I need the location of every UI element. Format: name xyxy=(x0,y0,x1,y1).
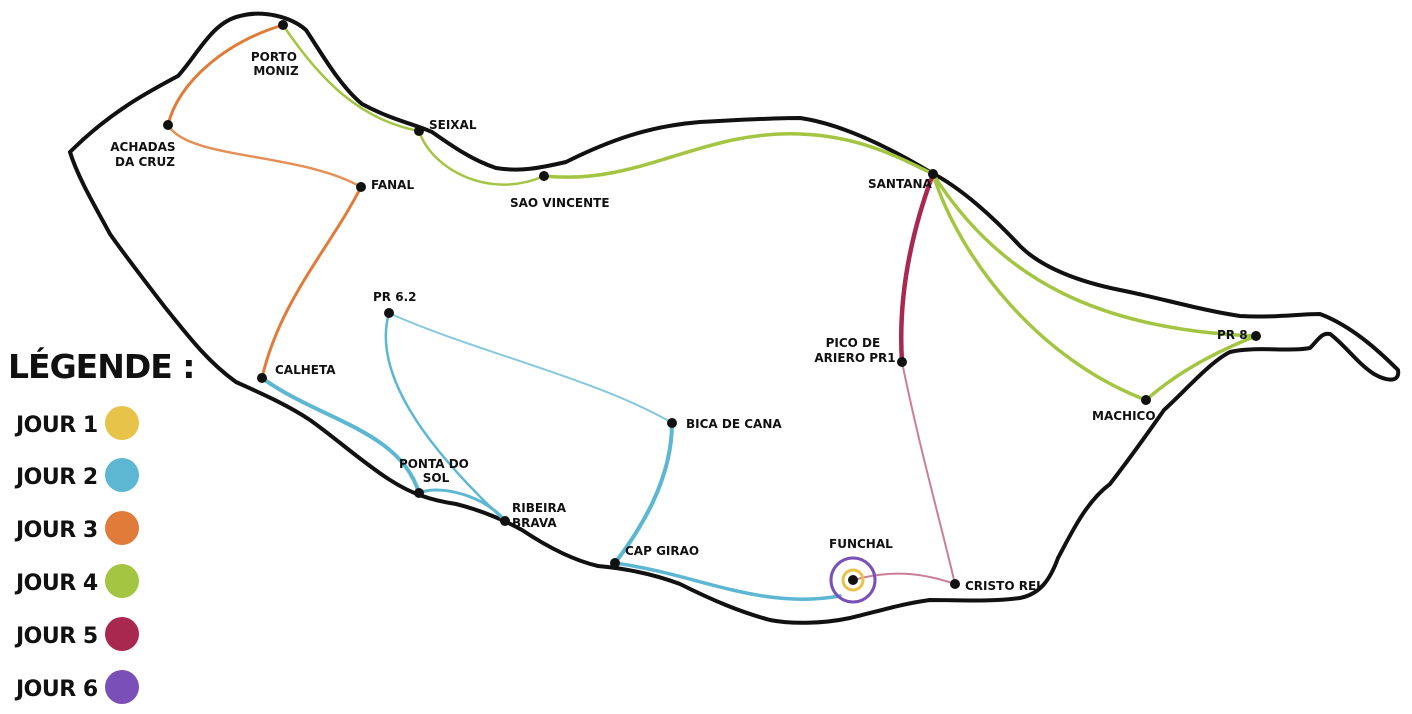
legend-label-jour3: JOUR 3 xyxy=(14,518,98,543)
legend-swatch-jour6 xyxy=(105,670,139,704)
legend-label-jour2: JOUR 2 xyxy=(14,465,98,490)
dot-cap-girao xyxy=(610,558,620,568)
dot-sao-vincente xyxy=(539,171,549,181)
route-jour2-pr62-bica xyxy=(388,312,673,424)
legend-swatch-jour2 xyxy=(105,458,139,492)
label-ribeira-brava: RIBEIRA BRAVA xyxy=(512,501,570,530)
legend-label-jour6: JOUR 6 xyxy=(14,677,98,702)
dot-achadas-da-cruz xyxy=(163,120,173,130)
legend: LÉGENDE : JOUR 1 JOUR 2 JOUR 3 JOUR 4 JO… xyxy=(8,346,195,704)
route-jour6-funchal-loop xyxy=(829,556,877,604)
label-cap-girao: CAP GIRAO xyxy=(625,544,699,558)
label-fanal: FANAL xyxy=(371,178,414,192)
route-jour4-machico-pr8 xyxy=(1144,334,1258,402)
dot-pr8 xyxy=(1251,331,1261,341)
route-jour3-achadas-fanal xyxy=(166,123,363,189)
dot-pico-de-arieiro xyxy=(897,357,907,367)
route-jour4-sao-vincente-santana xyxy=(542,132,935,179)
label-cristo-rei: CRISTO REI xyxy=(965,579,1041,593)
island-outline xyxy=(68,11,1401,625)
route-jour2-bica-cap-girao xyxy=(613,421,674,565)
label-achadas-da-cruz: ACHADAS DA CRUZ xyxy=(110,140,180,169)
legend-label-jour5: JOUR 5 xyxy=(14,624,98,649)
label-bica-de-cana: BICA DE CANA xyxy=(686,417,782,431)
dot-pr62 xyxy=(384,308,394,318)
route-jour3-porto-achadas xyxy=(166,23,285,127)
legend-label-jour1: JOUR 1 xyxy=(14,413,98,438)
dot-porto-moniz xyxy=(278,20,288,30)
route-jour4-santana-pr8 xyxy=(931,172,1258,338)
legend-swatch-jour3 xyxy=(105,511,139,545)
label-seixal: SEIXAL xyxy=(429,118,477,132)
label-funchal: FUNCHAL xyxy=(829,537,893,551)
label-sao-vincente: SAO VINCENTE xyxy=(510,196,610,210)
label-ponta-do-sol: PONTA DO SOL xyxy=(399,457,473,485)
label-calheta: CALHETA xyxy=(275,363,336,377)
route-jour5-funchal-cristo-rei xyxy=(852,572,956,585)
label-pico-de-arieiro: PICO DE ARIERO PR1 xyxy=(814,336,895,365)
route-jour4-seixal-sao-vincente xyxy=(417,129,546,186)
route-jour5-santana-pico xyxy=(899,171,936,365)
dot-bica-de-cana xyxy=(667,418,677,428)
route-jour2-pr62-ribeira xyxy=(384,311,507,523)
route-jour3-fanal-calheta xyxy=(260,185,363,380)
dot-santana xyxy=(928,169,938,179)
dot-ponta-do-sol xyxy=(414,488,424,498)
route-jour4-santana-machico xyxy=(931,172,1148,402)
legend-swatch-jour1 xyxy=(105,406,139,440)
dot-fanal xyxy=(356,182,366,192)
dot-seixal xyxy=(414,126,424,136)
dot-cristo-rei xyxy=(950,579,960,589)
label-santana: SANTANA xyxy=(868,177,933,191)
legend-swatch-jour5 xyxy=(105,617,139,651)
dot-calheta xyxy=(257,373,267,383)
legend-swatch-jour4 xyxy=(105,564,139,598)
dot-funchal xyxy=(848,575,858,585)
dot-ribeira-brava xyxy=(500,516,510,526)
route-jour1-funchal-loop xyxy=(841,568,865,592)
label-pr62: PR 6.2 xyxy=(373,290,416,304)
route-jour2-calheta-ponta-do-sol xyxy=(260,376,421,495)
route-jour4-porto-seixal xyxy=(281,23,421,133)
dot-machico xyxy=(1141,395,1151,405)
route-jour2-cap-girao-funchal xyxy=(613,561,842,601)
label-pr8: PR 8 xyxy=(1217,328,1248,342)
label-machico: MACHICO xyxy=(1092,409,1156,423)
route-jour5-pico-cristo-rei xyxy=(901,361,956,585)
label-porto-moniz: PORTO MONIZ xyxy=(251,50,301,78)
legend-label-jour4: JOUR 4 xyxy=(14,571,98,596)
legend-title: LÉGENDE : xyxy=(8,346,194,386)
